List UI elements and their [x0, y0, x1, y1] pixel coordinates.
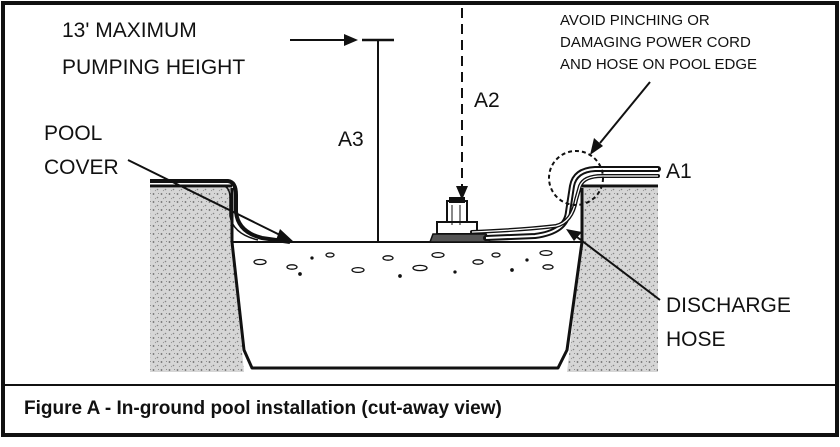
ground-right [567, 188, 658, 372]
discharge-hose-core [485, 168, 658, 239]
pool-cover-leader [127, 159, 283, 237]
outer-frame [1, 1, 839, 437]
cover-debris [253, 249, 554, 278]
pool-cover-label-line2: COVER [44, 156, 119, 179]
a1-label: A1 [666, 160, 692, 183]
pool-shell [230, 188, 584, 370]
left-cover-edge-inner [150, 185, 259, 241]
discharge-label-line2: HOSE [666, 328, 726, 351]
max-height-label-line1: 13' MAXIMUM [62, 19, 197, 42]
warning-label-line2: DAMAGING POWER CORD [560, 34, 751, 51]
figure-caption: Figure A - In-ground pool installation (… [24, 398, 502, 419]
a2-arrowhead [456, 186, 468, 200]
pool-edge-highlight-circle [548, 150, 604, 206]
warning-label-line3: AND HOSE ON POOL EDGE [560, 56, 757, 73]
a3-label: A3 [338, 128, 364, 151]
discharge-label-line1: DISCHARGE [666, 294, 791, 317]
warning-leader [599, 81, 651, 144]
discharge-arrowhead [566, 229, 582, 241]
max-height-label-line2: PUMPING HEIGHT [62, 56, 245, 79]
power-cord-core [471, 175, 658, 233]
pool-cover-label-line1: POOL [44, 122, 102, 145]
a2-label: A2 [474, 89, 500, 112]
ground-left [150, 188, 244, 372]
pump [428, 197, 492, 243]
max-height-arrowhead [344, 34, 358, 46]
pool-cover-arrowhead [276, 229, 294, 242]
warning-arrowhead [590, 138, 603, 155]
discharge-leader [572, 233, 661, 301]
warning-label-line1: AVOID PINCHING OR [560, 12, 710, 29]
left-cover-edge [150, 179, 291, 244]
